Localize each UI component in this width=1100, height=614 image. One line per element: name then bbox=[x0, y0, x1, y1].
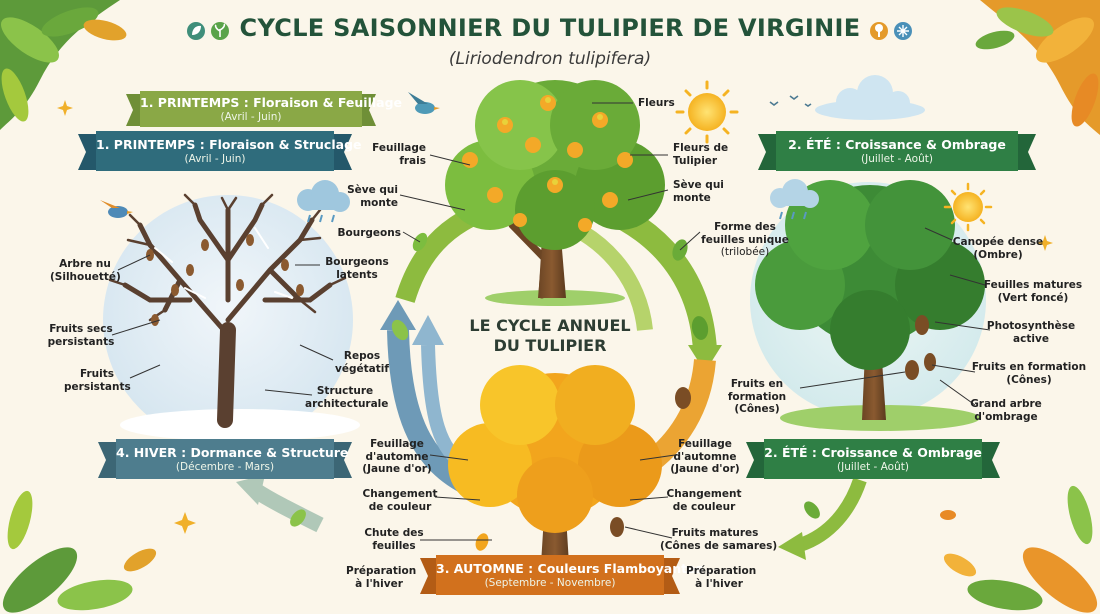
banner-winter: 4. HIVER : Dormance & Structure (Décembr… bbox=[116, 445, 349, 473]
cycle-center-label: LE CYCLE ANNUEL DU TULIPIER bbox=[469, 316, 631, 355]
cloud-icon bbox=[815, 75, 925, 120]
leaf-badge-icon bbox=[187, 22, 205, 40]
banner-summer-bottom-shape bbox=[746, 439, 1000, 479]
cloud-rain-icon bbox=[770, 179, 819, 220]
label-feuilles-matures: Feuilles matures(Vert foncé) bbox=[983, 279, 1083, 304]
banner-summer-top-shape bbox=[758, 131, 1036, 171]
banner-spring-second: 1. PRINTEMPS : Floraison & Struclage (Av… bbox=[96, 137, 362, 165]
snowflake-badge-icon bbox=[894, 22, 912, 40]
label-arbre-nu: Arbre nu(Silhouetté) bbox=[50, 258, 121, 283]
banner-summer-bottom: 2. ÉTÉ : Croissance & Ombrage (Juillet -… bbox=[764, 445, 982, 473]
corner-foliage-bottom-left bbox=[2, 490, 157, 613]
page-subtitle: (Liriodendron tulipifera) bbox=[448, 49, 652, 69]
corner-foliage-bottom-right bbox=[943, 485, 1098, 613]
bird-icon bbox=[408, 92, 440, 114]
label-fleurs: Fleurs bbox=[638, 97, 675, 109]
bird-icon bbox=[100, 200, 133, 218]
cloud-rain-icon bbox=[297, 180, 350, 223]
seed-cone-icon bbox=[675, 387, 691, 409]
autumn-tree bbox=[448, 365, 662, 580]
page-title: CYCLE SAISONNIER DU TULIPIER DE VIRGINIE bbox=[239, 14, 861, 42]
sun-icon bbox=[943, 182, 993, 232]
winter-snow-ground bbox=[120, 409, 360, 441]
label-canopee-dense: Canopée dense(Ombre) bbox=[952, 236, 1044, 261]
banner-autumn-shape bbox=[420, 555, 680, 595]
banner-spring-top: 1. PRINTEMPS : Floraison & Feuillage (Av… bbox=[140, 95, 403, 123]
banner-autumn: 3. AUTOMNE : Couleurs Flamboyantes (Sept… bbox=[436, 561, 704, 589]
sprout-badge-icon bbox=[211, 22, 229, 40]
birds-icon bbox=[769, 95, 812, 107]
label-fruits-matures: Fruits matures(Cônes de samares) bbox=[660, 527, 778, 552]
banner-spring-top-shape bbox=[126, 91, 376, 127]
summer-tree bbox=[755, 180, 985, 420]
label-bourgeons: Bourgeons bbox=[337, 227, 401, 239]
leader-lines bbox=[111, 102, 991, 541]
tree-badge-icon bbox=[870, 22, 888, 40]
corner-foliage-top-left bbox=[0, 0, 127, 130]
label-fruits-en-formation-right: Fruits en formation(Cônes) bbox=[971, 361, 1087, 386]
corner-foliage-top-right bbox=[975, 0, 1100, 135]
spring-tree bbox=[445, 80, 665, 306]
banner-summer-top: 2. ÉTÉ : Croissance & Ombrage (Juillet -… bbox=[788, 137, 1006, 165]
winter-tree bbox=[108, 193, 347, 428]
sun-icon bbox=[675, 80, 739, 144]
banner-spring-second-shape bbox=[78, 131, 352, 171]
banner-winter-shape bbox=[98, 439, 352, 479]
